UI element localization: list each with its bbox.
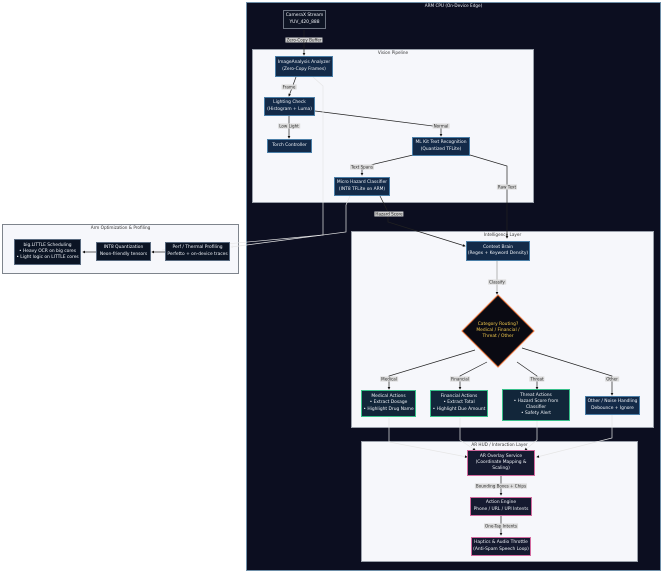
diamond-shape — [461, 294, 535, 368]
node-label: Debounce + Ignore — [591, 405, 634, 411]
node-int8-quantization[interactable]: INT8 Quantization Neon-friendly tensors — [96, 242, 151, 261]
node-haptics-audio-throttle[interactable]: Haptics & Audio Throttle (Anti-Spam Spee… — [471, 537, 531, 556]
edge-label-hazard-score: Hazard Score — [374, 211, 404, 217]
node-label: Neon-friendly tensors — [99, 251, 148, 257]
node-perf-thermal-profiling[interactable]: Perf / Thermal Profiling Perfetto + on-d… — [165, 242, 230, 261]
decision-category-routing[interactable]: Category Routing? Medical / Financial / … — [461, 294, 535, 368]
edge-label-normal: Normal — [432, 123, 450, 129]
edge-label-one-tap-intents: One-Tap Intents — [484, 523, 518, 529]
node-financial-actions[interactable]: Financial Actions • Extract Total • High… — [430, 390, 488, 417]
node-label: Classifier — [525, 405, 547, 410]
node-torch-controller[interactable]: Torch Controller — [267, 139, 312, 153]
node-big-little-scheduling[interactable]: big.LITTLE Scheduling • Heavy OCR on big… — [14, 239, 81, 265]
node-label: Threat Actions — [520, 392, 552, 398]
node-label: (INT8 TFLite on ARM) — [338, 186, 386, 192]
node-mlkit-text-recognition[interactable]: ML Kit Text Recognition (Quantized TFLit… — [412, 137, 470, 156]
node-camerax-stream[interactable]: CameraX Stream YUV_420_888 — [283, 10, 326, 29]
node-label: Scaling) — [492, 466, 510, 472]
node-label: Phone / URL / UPI Intents — [473, 506, 529, 512]
edge-label-zero-copy-buffer: Zero-Copy Buffer — [285, 37, 323, 43]
node-label: Context Brain — [482, 244, 514, 250]
node-label: • Light logic on LITTLE cores — [16, 255, 79, 261]
node-label: (Quantized TFLite) — [420, 146, 462, 152]
cluster-title-arm-cpu: ARM CPU (On-Device Edge) — [424, 3, 483, 8]
node-label: AR Overlay Service — [479, 453, 523, 459]
node-label: Perfetto + on-device traces — [167, 251, 228, 257]
node-ar-overlay-service[interactable]: AR Overlay Service (Coordinate Mapping &… — [467, 450, 535, 476]
node-action-engine[interactable]: Action Engine Phone / URL / UPI Intents — [470, 497, 532, 516]
edge-label-other: Other — [605, 376, 619, 382]
node-label: ImageAnalysis Analyzer — [277, 60, 331, 66]
node-label: • Highlight Drug Name — [363, 406, 414, 412]
node-label: • Highlight Due Amount — [432, 406, 486, 412]
node-label: • Extract Total — [443, 400, 475, 406]
node-label: big.LITTLE Scheduling — [23, 242, 72, 248]
node-label: • Heavy OCR on big cores — [18, 248, 77, 254]
node-label: (Anti-Spam Speech Loop) — [473, 546, 529, 552]
edge-label-raw-text: Raw Text — [496, 184, 518, 190]
edge-label-financial: Financial — [450, 376, 470, 382]
node-label: • Hazard Score from — [513, 398, 559, 404]
node-micro-hazard-classifier[interactable]: Micro Hazard Classifier (INT8 TFLite on … — [334, 177, 390, 196]
node-label: Category Routing? — [477, 321, 519, 327]
cluster-title-intelligence-layer: Intelligence Layer — [483, 232, 522, 237]
decision-label: Category Routing? Medical / Financial / … — [461, 294, 535, 368]
node-label: Perf / Thermal Profiling — [172, 245, 223, 251]
cluster-title-ar-hud: AR HUD / Interaction Layer — [471, 442, 528, 447]
node-label: Medical Actions — [371, 394, 406, 400]
node-threat-actions[interactable]: Threat Actions • Hazard Score from Class… — [502, 389, 570, 421]
node-label: YUV_420_888 — [289, 19, 320, 25]
edge-label-text-spans: Text Spans — [349, 164, 375, 170]
node-label: Action Engine — [485, 500, 517, 506]
node-label: Lighting Check — [273, 100, 306, 106]
node-imageanalysis-analyzer[interactable]: ImageAnalysis Analyzer (Zero-Copy Frames… — [275, 56, 333, 77]
node-context-brain[interactable]: Context Brain (Regex + Keyword Density) — [466, 241, 530, 261]
node-label: Micro Hazard Classifier — [336, 180, 388, 186]
node-lighting-check[interactable]: Lighting Check (Histogram + Luma) — [264, 97, 315, 116]
node-label: CameraX Stream — [285, 13, 324, 19]
node-label: Financial Actions — [440, 394, 478, 400]
node-label: INT8 Quantization — [103, 245, 144, 251]
node-label: (Histogram + Luma) — [267, 106, 312, 112]
edge-label-medical: Medical — [380, 376, 398, 382]
edge-label-threat: Threat — [529, 376, 545, 382]
cluster-title-vision-pipeline: Vision Pipeline — [377, 50, 409, 55]
node-label: Medical / Financial / — [476, 327, 520, 333]
node-label: Haptics & Audio Throttle — [474, 540, 528, 546]
node-label: Threat / Other — [482, 334, 514, 340]
edge-label-classify: Classify — [488, 279, 506, 285]
node-label: • Extract Dosage — [369, 400, 408, 406]
cluster-title-arm-optimization: Arm Optimization & Profiling — [90, 225, 151, 230]
node-label: Torch Controller — [272, 142, 307, 148]
node-other-noise-handling[interactable]: Other / Noise Handling Debounce + Ignore — [585, 396, 640, 415]
edge-label-low-light: Low Light — [278, 123, 300, 129]
node-label: (Regex + Keyword Density) — [467, 251, 529, 256]
node-label: • Safety Alert — [521, 411, 551, 417]
edge-label-frame: Frame — [281, 84, 297, 90]
node-label: ML Kit Text Recognition — [415, 140, 467, 146]
node-medical-actions[interactable]: Medical Actions • Extract Dosage • Highl… — [361, 390, 416, 417]
node-label: (Zero-Copy Frames) — [282, 66, 326, 72]
node-label: Other / Noise Handling — [587, 399, 638, 405]
edge-label-bounding-boxes: Bounding Boxes + Chips — [474, 483, 528, 489]
node-label: (Coordinate Mapping & — [475, 459, 527, 465]
